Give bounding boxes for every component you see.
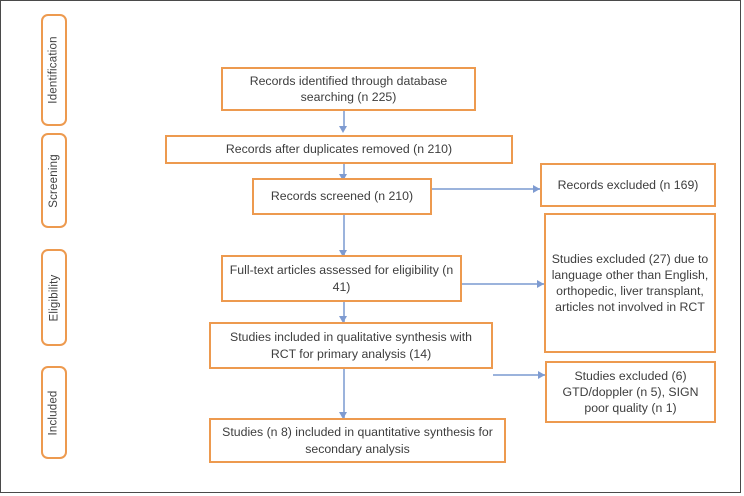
stage-label-included: Included <box>48 389 60 436</box>
box-quantitative-synthesis-text: Studies (n 8) included in quantitative s… <box>222 425 493 456</box>
box-records-excluded-text: Records excluded (n 169) <box>557 177 699 192</box>
arrowhead-fulltext-to-qualitative <box>339 316 347 323</box>
box-studies-excluded-quality: Studies excluded (6) GTD/doppler (n 5), … <box>545 361 716 423</box>
connector-fulltext-to-excluded-language <box>462 283 544 285</box>
box-qualitative-synthesis: Studies included in qualitative synthesi… <box>209 322 493 369</box>
stage-label-eligibility: Eligibility <box>48 274 60 321</box>
arrowhead-screened-to-fulltext <box>339 250 347 257</box>
stage-chip-identification: Identification <box>41 14 67 126</box>
box-studies-excluded-language: Studies excluded (27) due to language ot… <box>544 213 716 353</box>
box-studies-excluded-quality-text: Studies excluded (6) GTD/doppler (n 5), … <box>562 368 699 416</box>
box-records-excluded: Records excluded (n 169) <box>540 163 716 207</box>
box-fulltext-assessed: Full-text articles assessed for eligibil… <box>221 255 462 302</box>
arrowhead-duplicates-to-screened <box>339 174 347 181</box>
box-qualitative-synthesis-text: Studies included in qualitative synthesi… <box>230 330 472 361</box>
box-fulltext-assessed-text: Full-text articles assessed for eligibil… <box>229 263 454 294</box>
arrowhead-qualitative-to-quantitative <box>339 412 347 419</box>
box-records-after-duplicates: Records after duplicates removed (n 210) <box>165 135 513 164</box>
box-quantitative-synthesis: Studies (n 8) included in quantitative s… <box>209 418 506 463</box>
box-records-identified: Records identified through database sear… <box>221 67 476 111</box>
arrowhead-fulltext-to-excluded-language <box>537 280 544 288</box>
connector-duplicates-to-screened <box>343 163 345 179</box>
box-studies-excluded-language-text: Studies excluded (27) due to language ot… <box>551 251 709 315</box>
box-records-screened: Records screened (n 210) <box>252 178 432 215</box>
arrowhead-screened-to-records-excluded <box>533 185 540 193</box>
connector-fulltext-to-qualitative <box>343 301 345 322</box>
connector-qualitative-to-quantitative <box>343 368 345 418</box>
stage-chip-included: Included <box>41 366 67 459</box>
arrowhead-qualitative-to-excluded-quality <box>538 371 545 379</box>
box-records-screened-text: Records screened (n 210) <box>270 189 414 204</box>
arrowhead-identified-to-duplicates <box>339 126 347 133</box>
stage-chip-screening: Screening <box>41 133 67 228</box>
connector-screened-to-fulltext <box>343 214 345 256</box>
box-records-after-duplicates-text: Records after duplicates removed (n 210) <box>225 142 453 157</box>
box-records-identified-text: Records identified through database sear… <box>249 73 448 104</box>
stage-label-identification: Identification <box>48 36 60 104</box>
stage-label-screening: Screening <box>48 153 60 208</box>
stage-chip-eligibility: Eligibility <box>41 249 67 346</box>
connector-identified-to-duplicates <box>343 110 345 129</box>
connector-screened-to-records-excluded <box>432 188 540 190</box>
connector-qualitative-to-excluded-quality <box>493 374 545 376</box>
